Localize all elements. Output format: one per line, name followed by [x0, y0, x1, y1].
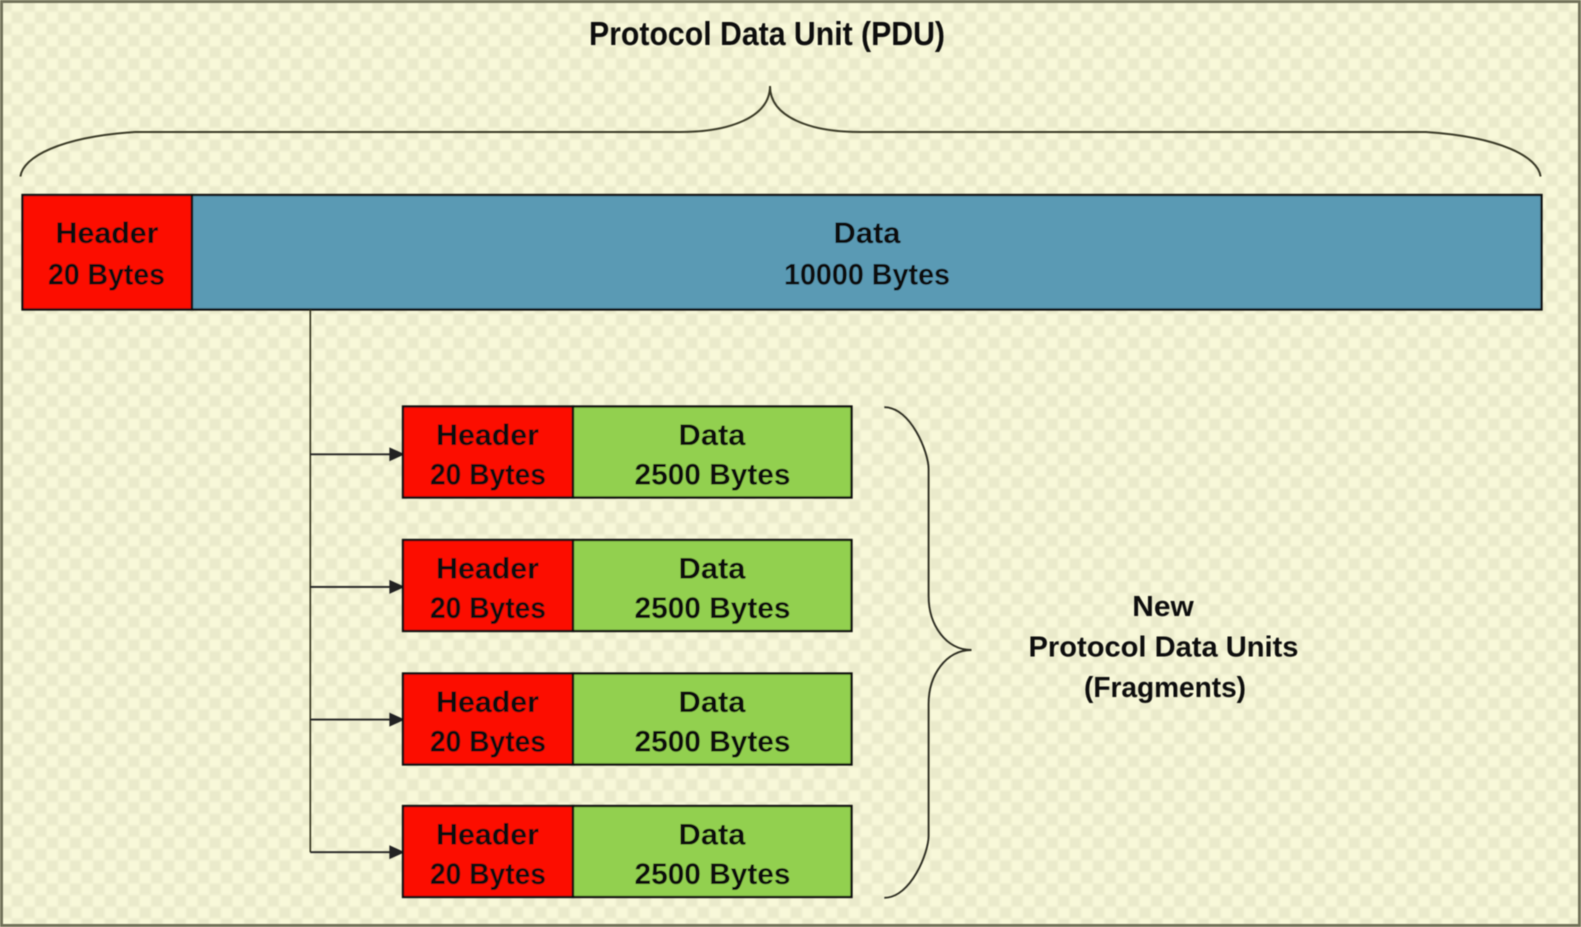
svg-text:Header: Header	[56, 217, 159, 250]
svg-text:20 Bytes: 20 Bytes	[48, 259, 165, 292]
svg-text:Data: Data	[679, 419, 746, 452]
svg-text:20 Bytes: 20 Bytes	[430, 592, 546, 625]
svg-text:Data: Data	[679, 819, 746, 852]
svg-text:2500 Bytes: 2500 Bytes	[635, 459, 791, 492]
svg-text:2500 Bytes: 2500 Bytes	[635, 592, 791, 625]
svg-text:20 Bytes: 20 Bytes	[430, 858, 546, 891]
svg-text:Data: Data	[679, 686, 746, 719]
svg-text:20 Bytes: 20 Bytes	[430, 726, 546, 759]
svg-text:New: New	[1132, 591, 1194, 623]
svg-text:10000 Bytes: 10000 Bytes	[784, 259, 950, 292]
svg-text:Protocol Data Unit (PDU): Protocol Data Unit (PDU)	[589, 15, 945, 52]
svg-text:(Fragments): (Fragments)	[1084, 672, 1246, 704]
svg-text:Protocol Data Units: Protocol Data Units	[1029, 632, 1299, 664]
svg-text:2500 Bytes: 2500 Bytes	[635, 726, 791, 759]
svg-text:Header: Header	[436, 819, 539, 852]
svg-text:Data: Data	[834, 217, 901, 250]
svg-text:20 Bytes: 20 Bytes	[430, 459, 546, 492]
svg-text:Data: Data	[679, 553, 746, 586]
svg-text:2500 Bytes: 2500 Bytes	[635, 858, 791, 891]
svg-text:Header: Header	[436, 686, 539, 719]
svg-text:Header: Header	[436, 553, 539, 586]
svg-text:Header: Header	[436, 419, 539, 452]
